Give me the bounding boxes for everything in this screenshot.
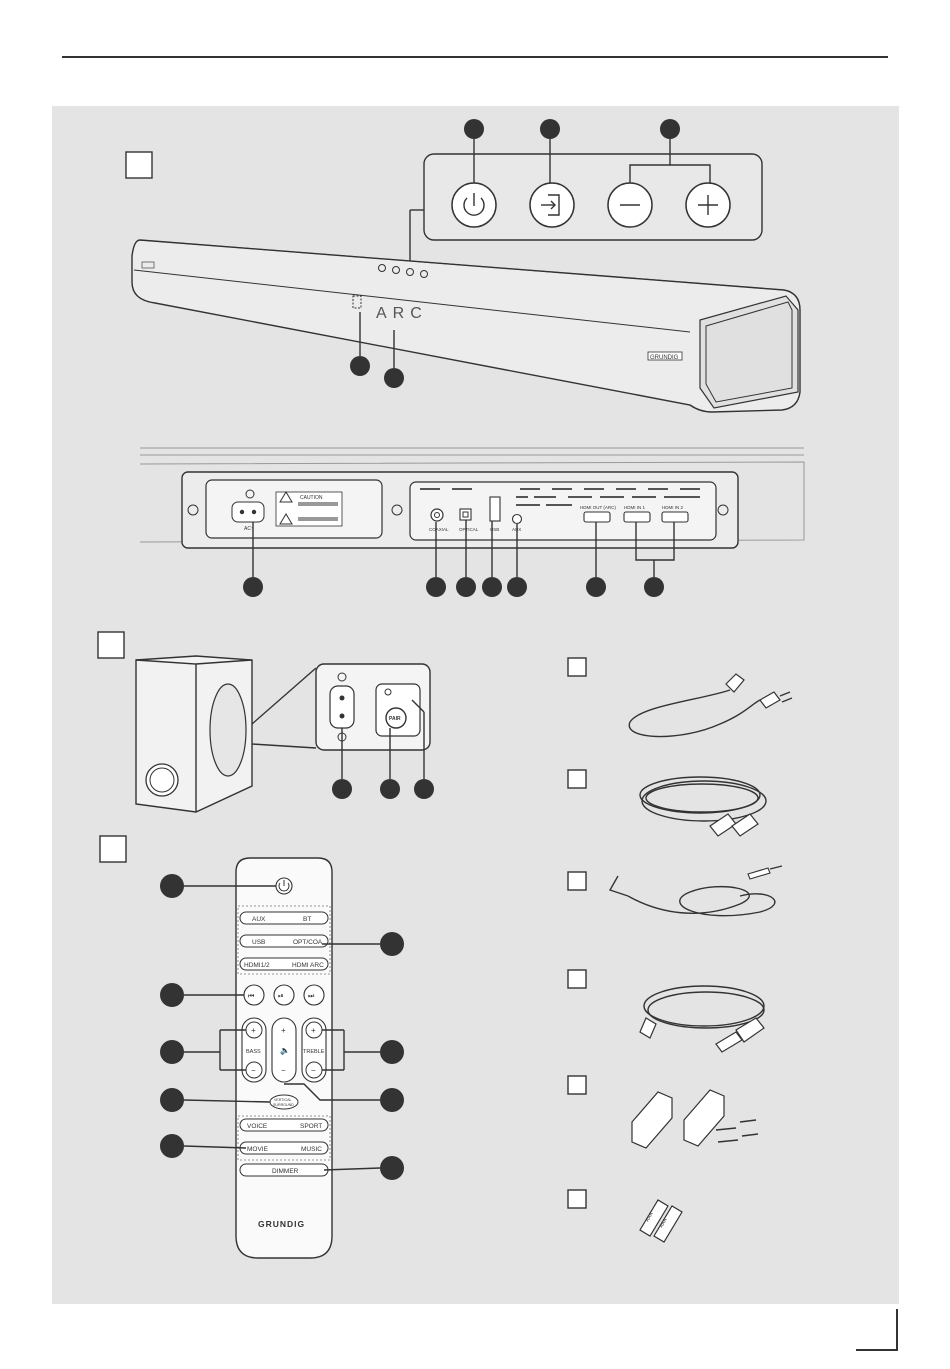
svg-text:VERTICAL: VERTICAL [274, 1098, 292, 1102]
svg-text:BT: BT [303, 916, 311, 923]
play-pause-icon: ⏯ [278, 993, 284, 1000]
wall-bracket [632, 1090, 758, 1148]
page-corner-mark [856, 1309, 898, 1351]
power-cable [629, 674, 792, 737]
svg-text:OPT/COA: OPT/COA [293, 939, 323, 946]
accessory-marker-2 [568, 770, 586, 788]
volume-icon: 🔈 [280, 1046, 290, 1055]
power-icon [452, 183, 496, 227]
svg-text:CAUTION: CAUTION [300, 495, 323, 501]
section-marker-soundbar [126, 152, 152, 178]
svg-text:HDMI1/2: HDMI1/2 [244, 962, 270, 969]
svg-text:MUSIC: MUSIC [301, 1146, 322, 1153]
svg-text:VOICE: VOICE [247, 1123, 268, 1130]
svg-text:USB: USB [252, 939, 265, 946]
accessory-marker-1 [568, 658, 586, 676]
svg-text:−: − [311, 1066, 316, 1075]
soundbar-logo: GRUNDIG [650, 355, 679, 361]
remote-control: AUX BT USB OPT/COA HDMI1/2 HDMI ARC ⏮ ⏯ … [236, 858, 332, 1258]
plus-icon [686, 183, 730, 227]
accessory-marker-5 [568, 1076, 586, 1094]
svg-text:DIMMER: DIMMER [272, 1168, 299, 1175]
svg-text:−: − [281, 1066, 286, 1075]
section-marker-subwoofer [98, 632, 124, 658]
svg-text:+: + [311, 1026, 316, 1035]
svg-text:−: − [251, 1066, 256, 1075]
accessory-marker-3 [568, 872, 586, 890]
svg-text:COAXIAL: COAXIAL [429, 527, 449, 532]
svg-text:SURROUND: SURROUND [273, 1103, 294, 1107]
svg-text:+: + [281, 1026, 286, 1035]
section-marker-remote [100, 836, 126, 862]
svg-text:MOVIE: MOVIE [247, 1146, 269, 1153]
svg-text:HDMI IN 2: HDMI IN 2 [662, 505, 683, 510]
hdmi-cable [640, 777, 766, 836]
aux-cable [610, 866, 782, 916]
accessory-marker-6 [568, 1190, 586, 1208]
svg-text:SPORT: SPORT [300, 1123, 322, 1130]
minus-icon [608, 183, 652, 227]
svg-text:TREBLE: TREBLE [303, 1049, 325, 1055]
pair-label: PAIR [389, 716, 401, 722]
svg-text:HDMI ARC: HDMI ARC [292, 962, 324, 969]
svg-text:OPTICAL: OPTICAL [459, 527, 479, 532]
svg-text:HDMI OUT (ARC): HDMI OUT (ARC) [580, 505, 616, 510]
svg-text:HDMI IN 1: HDMI IN 1 [624, 505, 645, 510]
batteries: AAA AAA [640, 1200, 682, 1242]
input-icon [530, 183, 574, 227]
remote-brand: GRUNDIG [258, 1219, 305, 1229]
accessory-marker-4 [568, 970, 586, 988]
svg-text:AUX: AUX [252, 916, 266, 923]
soundbar-front: ARC GRUNDIG [132, 240, 800, 412]
svg-text:BASS: BASS [246, 1049, 261, 1055]
svg-text:+: + [251, 1026, 256, 1035]
next-icon: ⏭ [308, 993, 315, 1000]
prev-icon: ⏮ [248, 993, 254, 1000]
subwoofer [136, 656, 252, 812]
arc-indicator-text: ARC [376, 305, 428, 322]
soundbar-rear: AC~ CAUTION COAXIAL OPTICAL USB AUX [140, 448, 804, 548]
optical-cable [640, 986, 764, 1052]
